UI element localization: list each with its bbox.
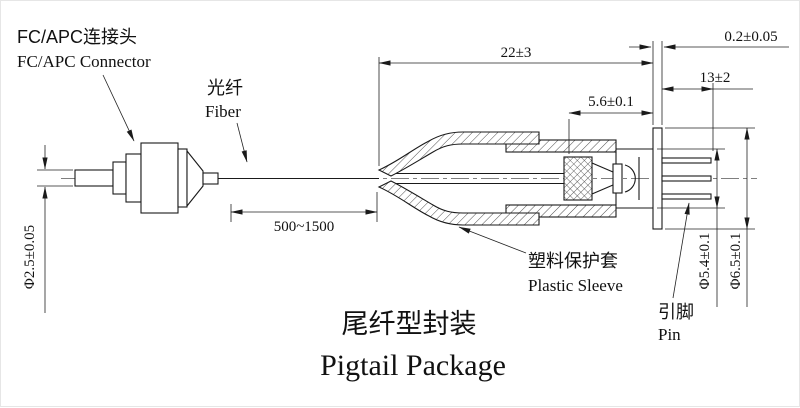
- flange: [652, 127, 663, 230]
- dim-fiber-length-text: 500~1500: [274, 219, 335, 235]
- dimension-flange-thickness: 0.2±0.05: [629, 29, 789, 125]
- sleeve-label-en: Plastic Sleeve: [528, 276, 623, 295]
- dim-package-length-text: 22±3: [501, 45, 532, 61]
- pin-top: [661, 157, 712, 164]
- sleeve-leader-arrow: [458, 226, 527, 254]
- dim-flange-thickness-text: 0.2±0.05: [724, 29, 777, 45]
- dimension-fiber-length: 500~1500: [230, 192, 378, 235]
- pin-middle: [661, 175, 712, 182]
- diagram-title: 尾纤型封装 Pigtail Package: [320, 309, 506, 382]
- fiber-label-en: Fiber: [205, 102, 241, 121]
- connector-label-cn: FC/APC连接头: [17, 27, 137, 47]
- pin-leader-arrow: [672, 202, 690, 299]
- connector-leader-arrow: [102, 74, 135, 142]
- dimension-package-length: 22±3: [378, 41, 654, 166]
- dimension-flange-diameter: Φ6.5±0.1: [665, 127, 755, 307]
- ferrule-holder-block: [563, 156, 593, 201]
- lens-arc: [624, 164, 636, 193]
- dim-pin-length-text: 13±2: [700, 70, 731, 86]
- fiber-leader-arrow: [236, 122, 248, 163]
- callout-labels: FC/APC连接头 FC/APC Connector 光纤 Fiber 塑料保护…: [17, 27, 694, 344]
- dimension-pin-length: 13±2: [661, 70, 753, 151]
- inner-fiber-tube: [386, 172, 564, 185]
- fc-apc-connector-drawing: [74, 142, 379, 214]
- pin-label-en: Pin: [658, 325, 681, 344]
- ferrule: [202, 172, 219, 185]
- dim-cap-section-text: 5.6±0.1: [588, 94, 634, 110]
- plastic-sleeve-drawing: [377, 131, 540, 226]
- connector-label-en: FC/APC Connector: [17, 52, 151, 71]
- title-en: Pigtail Package: [320, 349, 506, 382]
- leader-lines: [102, 74, 690, 299]
- dimension-cap-diameter: Φ5.4±0.1: [657, 148, 725, 307]
- pin-label-cn: 引脚: [658, 302, 694, 322]
- knurled-ring: [140, 142, 179, 214]
- sleeve-label-cn: 塑料保护套: [528, 251, 618, 271]
- dimension-cap-section: 5.6±0.1: [568, 94, 654, 154]
- fiber-label-cn: 光纤: [207, 78, 243, 98]
- pin-bottom: [661, 193, 712, 200]
- dim-ferrule-diameter-text: Φ2.5±0.05: [22, 225, 38, 289]
- dimension-ferrule-diameter: Φ2.5±0.05: [22, 145, 73, 313]
- dim-flange-diameter-text: Φ6.5±0.1: [728, 233, 744, 290]
- dim-cap-diameter-text: Φ5.4±0.1: [697, 233, 713, 290]
- title-cn: 尾纤型封装: [342, 309, 477, 339]
